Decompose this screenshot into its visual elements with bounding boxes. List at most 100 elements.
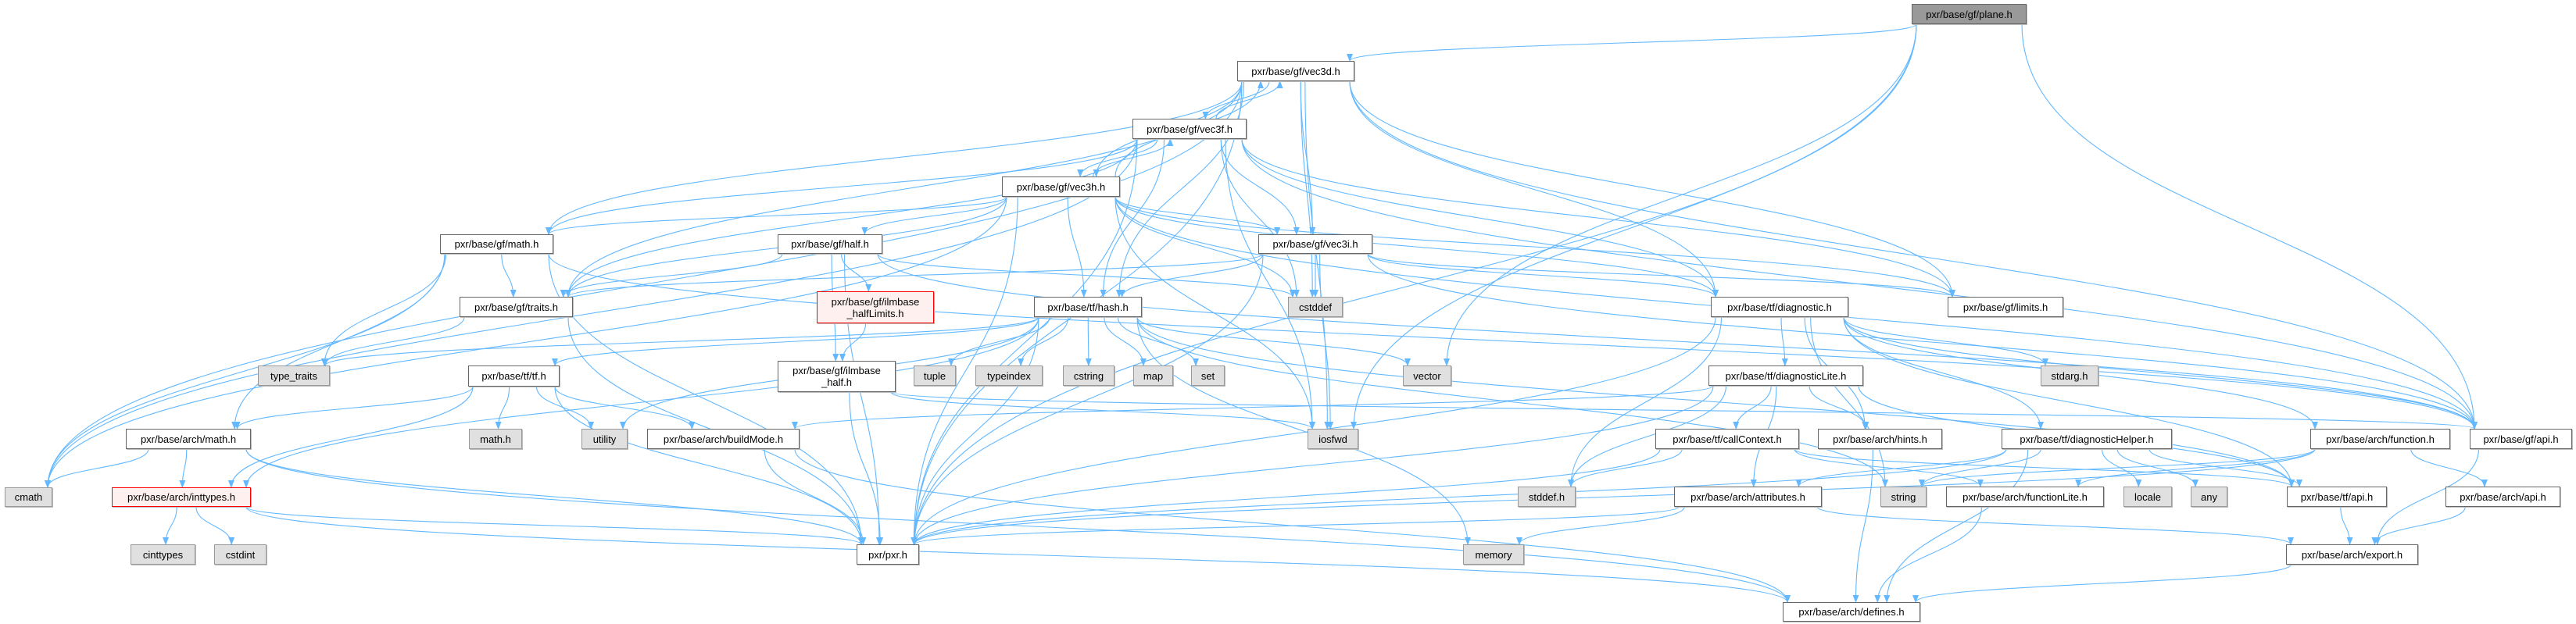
node-string: string xyxy=(1880,487,1927,507)
edge-vec3d-to-cmath xyxy=(45,80,1243,488)
node-cinttypes: cinttypes xyxy=(131,544,195,565)
edge-vec3h-to-gfmath xyxy=(546,196,1007,235)
node-halflimits[interactable]: pxr/base/gf/ilmbase _halfLimits.h xyxy=(817,291,934,323)
edge-gfmath-to-gfapi xyxy=(548,253,2478,430)
node-locale: locale xyxy=(2123,487,2172,507)
node-export[interactable]: pxr/base/arch/export.h xyxy=(2286,544,2418,565)
node-diaghelper[interactable]: pxr/base/tf/diagnosticHelper.h xyxy=(2002,429,2172,449)
edge-diagnostic-to-stdarg xyxy=(1843,316,2048,366)
edge-vec3d-to-vec3f xyxy=(1202,80,1270,119)
edge-inttypes-to-cstdint xyxy=(195,506,235,545)
node-cstring: cstring xyxy=(1063,365,1114,386)
node-buildmode[interactable]: pxr/base/arch/buildMode.h xyxy=(647,429,800,449)
edge-plane-to-gfapi xyxy=(2021,23,2478,430)
node-gfmath[interactable]: pxr/base/gf/math.h xyxy=(440,234,553,254)
node-ilmhalf[interactable]: pxr/base/gf/ilmbase _half.h xyxy=(778,361,896,392)
edge-vec3f-to-cmath xyxy=(45,138,1138,488)
node-diagnostic[interactable]: pxr/base/tf/diagnostic.h xyxy=(1711,297,1848,317)
edge-vec3h-to-half xyxy=(861,196,1007,235)
edge-hash-to-string xyxy=(1136,316,1888,487)
edge-vec3h-to-cmath xyxy=(45,196,1007,488)
edge-vec3f-to-diagnostic xyxy=(1241,138,1719,298)
node-vec3d[interactable]: pxr/base/gf/vec3d.h xyxy=(1237,61,1354,81)
node-stdarg: stdarg.h xyxy=(2041,365,2098,386)
node-any: any xyxy=(2191,487,2227,507)
edge-plane-to-iosfwd xyxy=(1351,23,1917,430)
node-tfh[interactable]: pxr/base/tf/tf.h xyxy=(468,365,560,387)
edge-archmath-to-inttypes xyxy=(179,448,188,488)
node-typeindex: typeindex xyxy=(975,365,1043,386)
edge-hash-to-tfh xyxy=(552,316,1039,366)
edge-inttypes-to-pxr xyxy=(245,506,864,545)
node-pxr[interactable]: pxr/pxr.h xyxy=(857,544,919,565)
edge-hash-to-vector xyxy=(1136,316,1411,366)
edge-vec3i-to-diagnostic xyxy=(1367,253,1719,298)
node-vec3h[interactable]: pxr/base/gf/vec3h.h xyxy=(1002,177,1120,197)
edge-vec3f-to-iosfwd xyxy=(1225,138,1315,430)
edge-diagnostic-to-gfapi xyxy=(1843,316,2478,430)
node-tfapi[interactable]: pxr/base/tf/api.h xyxy=(2287,487,2387,507)
edge-ilmhalf-to-iosfwd xyxy=(890,391,1315,430)
node-plane: pxr/base/gf/plane.h xyxy=(1912,4,2027,24)
node-half[interactable]: pxr/base/gf/half.h xyxy=(778,234,882,254)
edge-diagnostic-to-string xyxy=(1810,316,1888,487)
edge-tfapi-to-export xyxy=(2340,506,2353,545)
node-limits[interactable]: pxr/base/gf/limits.h xyxy=(1948,297,2063,317)
node-functionlite[interactable]: pxr/base/arch/functionLite.h xyxy=(1946,487,2104,507)
edge-tfh-to-mathh xyxy=(495,386,510,430)
node-defines[interactable]: pxr/base/arch/defines.h xyxy=(1783,602,1920,622)
edge-diaghelper-to-defines xyxy=(1884,448,2029,603)
edge-hash-to-tfapi xyxy=(1136,316,2295,487)
edge-vec3d-to-limits xyxy=(1349,80,1955,298)
edge-tfh-to-buildmode xyxy=(554,386,696,430)
node-function[interactable]: pxr/base/arch/function.h xyxy=(2310,429,2450,449)
node-cstdint: cstdint xyxy=(214,544,267,565)
edge-gfmath-to-type_traits xyxy=(320,253,447,366)
edge-vec3h-to-pxr xyxy=(911,196,1018,545)
edge-gfmath-to-cmath xyxy=(45,253,445,488)
node-inttypes[interactable]: pxr/base/arch/inttypes.h xyxy=(112,487,251,507)
edge-hash-to-typeindex xyxy=(1018,316,1069,366)
node-cstddef: cstddef xyxy=(1288,297,1343,317)
edge-hash-to-set xyxy=(1117,316,1199,366)
edge-diaghelper-to-attributes xyxy=(1795,448,2007,487)
edge-diaglite-to-hints xyxy=(1809,385,1869,430)
node-traits[interactable]: pxr/base/gf/traits.h xyxy=(460,297,573,317)
node-callcontext[interactable]: pxr/base/tf/callContext.h xyxy=(1655,429,1799,449)
node-archmath[interactable]: pxr/base/arch/math.h xyxy=(126,429,251,449)
edge-plane-to-pxr xyxy=(911,23,1917,545)
edge-hash-to-cstring xyxy=(1085,316,1092,366)
edge-half-to-halflimits xyxy=(840,253,872,292)
node-gfapi[interactable]: pxr/base/gf/api.h xyxy=(2470,429,2572,449)
edge-hints-to-defines xyxy=(1852,448,1873,603)
node-vec3i[interactable]: pxr/base/gf/vec3i.h xyxy=(1258,234,1372,254)
edge-vec3d-to-traits xyxy=(565,80,1243,298)
node-memory: memory xyxy=(1463,544,1524,565)
node-utility: utility xyxy=(581,429,628,449)
node-hints[interactable]: pxr/base/arch/hints.h xyxy=(1818,429,1942,449)
edge-vec3h-to-diagnostic xyxy=(1114,196,1719,298)
node-type_traits: type_traits xyxy=(258,365,330,386)
edge-function-to-pxr xyxy=(911,448,2316,545)
edge-tfh-to-archmath xyxy=(234,386,474,430)
edge-gfmath-to-traits xyxy=(501,253,517,298)
edge-hash-to-inttypes xyxy=(243,316,1039,488)
edge-archmath-to-pxr xyxy=(245,448,864,545)
node-archapi[interactable]: pxr/base/arch/api.h xyxy=(2445,487,2560,507)
node-hash[interactable]: pxr/base/tf/hash.h xyxy=(1034,297,1142,317)
edge-export-to-defines xyxy=(1912,564,2292,603)
node-vec3f[interactable]: pxr/base/gf/vec3f.h xyxy=(1132,119,1247,139)
edge-inttypes-to-defines xyxy=(245,506,1791,603)
edge-vec3i-to-iosfwd xyxy=(1319,253,1334,430)
edge-diaglite-to-callcontext xyxy=(1733,385,1772,430)
edge-halflimits-to-ilmhalf xyxy=(839,323,867,362)
edge-tfh-to-utility xyxy=(535,386,595,430)
edge-vec3i-to-limits xyxy=(1367,253,1955,298)
edge-attributes-to-memory xyxy=(1516,506,1685,545)
node-diaglite[interactable]: pxr/base/tf/diagnosticLite.h xyxy=(1708,365,1863,386)
node-attributes[interactable]: pxr/base/arch/attributes.h xyxy=(1674,487,1822,507)
edge-tfh-to-inttypes xyxy=(227,386,474,488)
edge-vec3d-to-gfapi xyxy=(1349,80,2478,430)
edge-function-to-string xyxy=(1919,448,2316,487)
